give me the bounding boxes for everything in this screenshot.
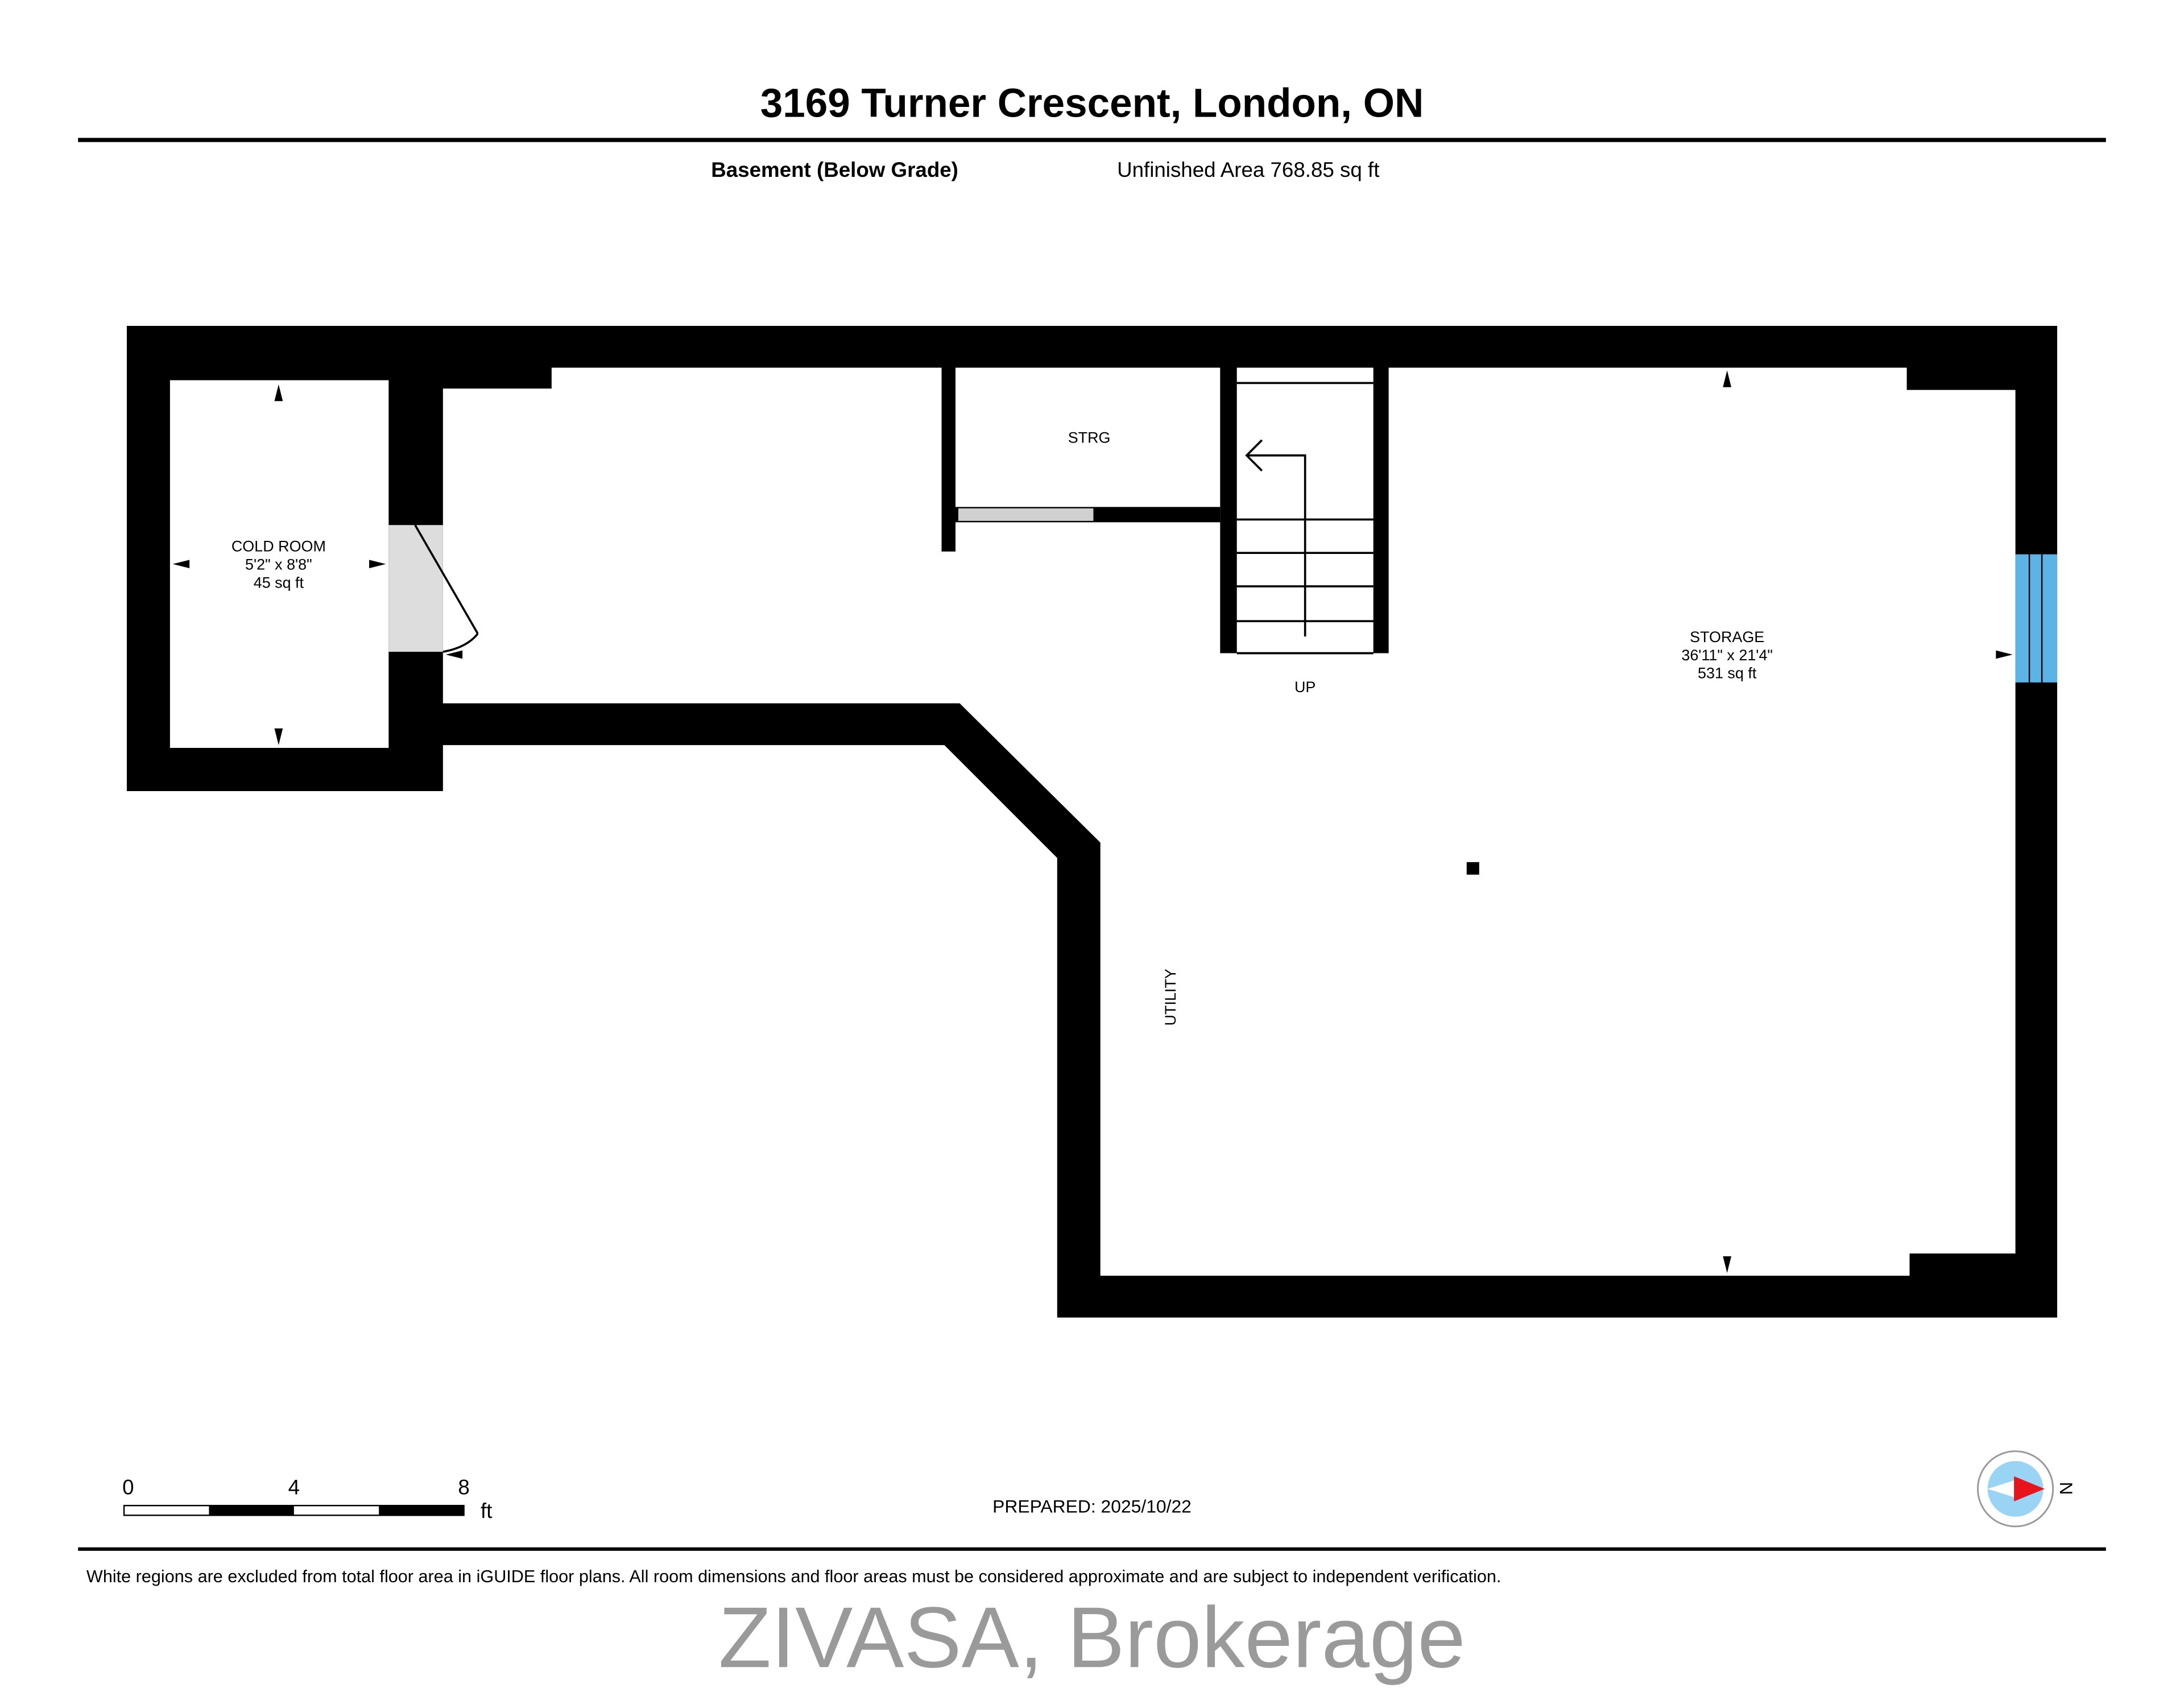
page-title: 3169 Turner Crescent, London, ON [760,81,1424,126]
watermark: ZIVASA, Brokerage [718,1590,1465,1686]
scale-tick-8: 8 [458,1476,469,1499]
cold-room-doorway[interactable] [388,525,443,652]
floor-label: Basement (Below Grade) [711,158,958,181]
compass-icon: N [1976,1450,2077,1528]
disclaimer: White regions are excluded from total fl… [86,1567,1501,1586]
room-area: 531 sq ft [1698,665,1757,682]
support-column [1466,862,1479,875]
stairs-up-label: UP [1294,678,1316,696]
room-area: 45 sq ft [254,574,304,591]
strg-opening[interactable] [958,508,1094,521]
stair-direction-arrow-icon [1245,439,1306,637]
scale-bar: 0 4 8 ft [122,1476,492,1523]
room-name: STORAGE [1690,628,1764,646]
room-name: COLD ROOM [231,538,326,555]
floor-plan: COLD ROOM 5'2" x 8'8" 45 sq ft STRG UP S… [126,326,2058,1318]
utility-label: UTILITY [1162,969,1179,1025]
cold-room-label: COLD ROOM 5'2" x 8'8" 45 sq ft [231,538,326,591]
area-label: Unfinished Area 768.85 sq ft [1117,158,1379,181]
scale-unit: ft [481,1499,492,1522]
dimension-arrows [172,370,2013,1273]
scale-tick-4: 4 [288,1476,300,1499]
strg-wall [941,367,956,552]
header-divider [78,138,2106,142]
door-swing [414,524,479,653]
prepared-date: PREPARED: 2025/10/22 [992,1496,1192,1516]
room-dimensions: 5'2" x 8'8" [245,556,312,573]
cold-room-floor [169,380,389,748]
scale-tick-0: 0 [122,1476,134,1499]
room-dimensions: 36'11" x 21'4" [1681,647,1773,664]
stair-wall-left [1220,367,1237,653]
window [2015,554,2058,682]
storage-label: STORAGE 36'11" x 21'4" 531 sq ft [1681,628,1773,682]
main-area-floor [442,367,2016,1276]
compass-north-label: N [2056,1482,2077,1495]
stair-wall-right [1373,367,1389,653]
footer-divider [78,1547,2106,1551]
strg-label: STRG [1068,429,1111,446]
